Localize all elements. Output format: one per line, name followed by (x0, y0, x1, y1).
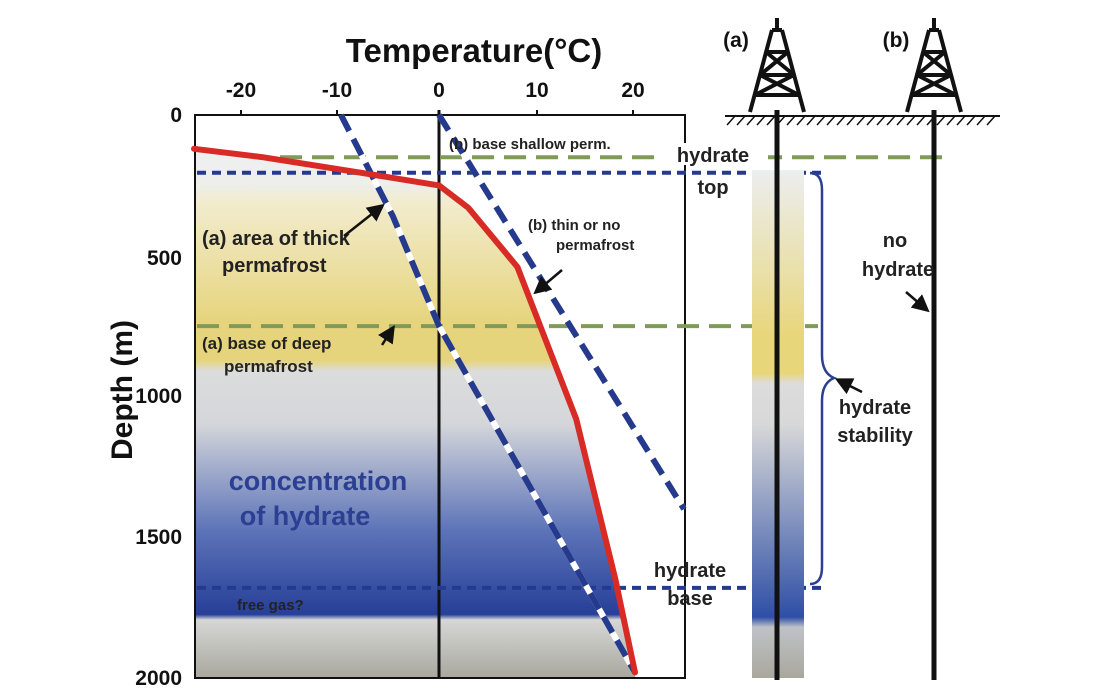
y-tick-label: 2000 (135, 667, 182, 690)
thick-permafrost-label: (a) area of thick (202, 228, 351, 250)
phase-boundary-a (338, 113, 638, 674)
base-deep-permafrost-label: (a) base of deep (202, 334, 331, 353)
hydrate-stability-brace (809, 171, 838, 586)
no-hydrate-label: hydrate (862, 259, 934, 281)
hydrate-top-label: top (697, 177, 728, 199)
hydrate-base-label: base (667, 588, 713, 610)
x-tick-label: 0 (433, 79, 445, 102)
thick-permafrost-label: permafrost (222, 255, 327, 277)
thin-permafrost-label: (b) thin or no (528, 217, 620, 234)
y-tick-label: 0 (170, 104, 182, 127)
y-tick-label: 1000 (135, 385, 182, 408)
y-tick-label: 500 (147, 247, 182, 270)
hydrate-base-label: hydrate (654, 560, 726, 582)
drilling-rig-b-icon (905, 18, 963, 113)
base-deep-permafrost-label: permafrost (224, 357, 313, 376)
no-hydrate-arrow (905, 291, 930, 313)
x-tick-label: -10 (322, 79, 352, 102)
hydrate-concentration-label: concentration (229, 466, 408, 496)
base-deep-permafrost-arrow (378, 325, 395, 346)
base-shallow-permafrost-label: (b) base shallow perm. (449, 136, 611, 153)
hydrate-top-label-bg (690, 178, 740, 200)
hydrate-top-label-bg (658, 143, 768, 165)
x-tick-marks (240, 110, 634, 115)
thin-permafrost-label: permafrost (556, 237, 634, 254)
y-axis-label: Depth (m) (106, 320, 139, 460)
y-tick-label: 1500 (135, 526, 182, 549)
no-hydrate-label: no (883, 230, 907, 252)
x-tick-label: -20 (226, 79, 256, 102)
thick-permafrost-arrow (343, 203, 385, 237)
ground-hatching (726, 115, 996, 126)
phase-boundary-b (436, 113, 687, 511)
drilling-rig-a-icon (748, 18, 806, 113)
free-gas-label: free gas? (237, 597, 304, 614)
rig-a-label: (a) (723, 29, 749, 52)
rig-b-label: (b) (883, 29, 910, 52)
x-tick-label: 20 (621, 79, 644, 102)
hydrate-stability-label: hydrate (839, 397, 911, 419)
thin-permafrost-arrow (533, 269, 563, 295)
hydrate-concentration-label: of hydrate (240, 501, 371, 531)
x-tick-label: 10 (525, 79, 548, 102)
geotherm-curve (191, 145, 638, 676)
hydrate-top-label: hydrate (677, 145, 749, 167)
hydrate-stability-label: stability (837, 425, 913, 447)
hydrate-stability-arrow (834, 378, 863, 395)
hydrate-zone-shading (194, 148, 635, 679)
chart-title: Temperature(°C) (346, 32, 602, 69)
